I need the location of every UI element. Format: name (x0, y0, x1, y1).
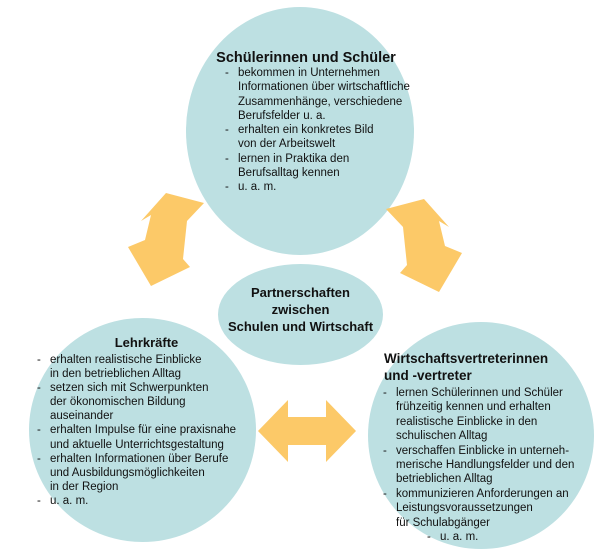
list-item: - u. a. m. (37, 494, 236, 508)
center-node-label: Partnerschaften zwischen Schulen und Wir… (227, 285, 374, 334)
teachers-bullet-list: - erhalten realistische Einblicke in den… (37, 353, 236, 508)
list-item: - erhalten Impulse für eine praxisnahe u… (37, 423, 236, 451)
bullet-text: kommunizieren Anforderungen an Leistungs… (396, 487, 569, 529)
bullet-dash: - (383, 444, 387, 457)
teachers-node-title: Lehrkräfte (114, 335, 179, 350)
bullet-dash: - (225, 67, 229, 79)
bullet-dash: - (427, 531, 431, 544)
teachers-node-ellipse (29, 318, 256, 542)
bullet-text: u. a. m. (50, 494, 89, 507)
bullet-dash: - (225, 181, 229, 193)
list-item: - lernen Schülerinnen und Schüler frühze… (383, 386, 574, 444)
bullet-dash: - (37, 424, 41, 437)
center-node-ellipse (218, 264, 383, 365)
list-item: - bekommen in Unternehmen Informationen … (225, 66, 410, 123)
list-item: - u. a. m. (225, 180, 410, 194)
double-arrow-bottom-icon (258, 400, 356, 462)
bullet-text: erhalten realistische Einblicke in den b… (50, 354, 202, 381)
list-item: - u. a. m. (427, 530, 574, 544)
double-arrow-top-right-icon (386, 199, 462, 292)
list-item: - erhalten Informationen über Berufe und… (37, 452, 236, 494)
bullet-dash: - (225, 152, 229, 165)
students-bullet-list: - bekommen in Unternehmen Informationen … (225, 66, 410, 194)
bullet-text: setzen sich mit Schwerpunkten der ökonom… (50, 382, 209, 423)
business-node-ellipse (368, 322, 594, 549)
students-node-ellipse (186, 7, 414, 255)
list-item: - setzen sich mit Schwerpunkten der ökon… (37, 381, 236, 423)
bullet-dash: - (383, 387, 387, 399)
list-item: - erhalten realistische Einblicke in den… (37, 353, 236, 381)
list-item: - kommunizieren Anforderungen an Leistun… (383, 487, 574, 530)
bullet-dash: - (37, 494, 41, 507)
bullet-text: erhalten Informationen über Berufe und A… (50, 452, 229, 493)
list-item: - lernen in Praktika den Berufsalltag ke… (225, 152, 410, 181)
double-arrow-top-left-icon (128, 193, 204, 286)
bullet-dash: - (383, 487, 387, 500)
students-node-title: Schülerinnen und Schüler (216, 50, 396, 66)
bullet-dash: - (37, 354, 41, 366)
bullet-text: lernen Schülerinnen und Schüler frühzeit… (396, 387, 563, 443)
bullet-text: erhalten ein konkretes Bild von der Arbe… (238, 124, 374, 151)
bullet-text: u. a. m. (238, 181, 277, 193)
business-node-title: Wirtschaftsvertreterinnen und -vertreter (384, 351, 549, 383)
list-item: - erhalten ein konkretes Bild von der Ar… (225, 123, 410, 152)
business-bullet-list: - lernen Schülerinnen und Schüler frühze… (383, 386, 574, 544)
bullet-dash: - (37, 382, 41, 395)
list-item: - verschaffen Einblicke in unterneh- mer… (383, 444, 574, 487)
bullet-text: verschaffen Einblicke in unterneh- meris… (396, 444, 575, 486)
bullet-text: erhalten Impulse für eine praxisnahe und… (50, 424, 237, 451)
bullet-text: lernen in Praktika den Berufsalltag kenn… (238, 152, 350, 179)
bullet-dash: - (225, 124, 229, 136)
bullet-dash: - (37, 452, 41, 465)
bullet-text: bekommen in Unternehmen Informationen üb… (238, 67, 410, 122)
bullet-text: u. a. m. (440, 531, 479, 544)
